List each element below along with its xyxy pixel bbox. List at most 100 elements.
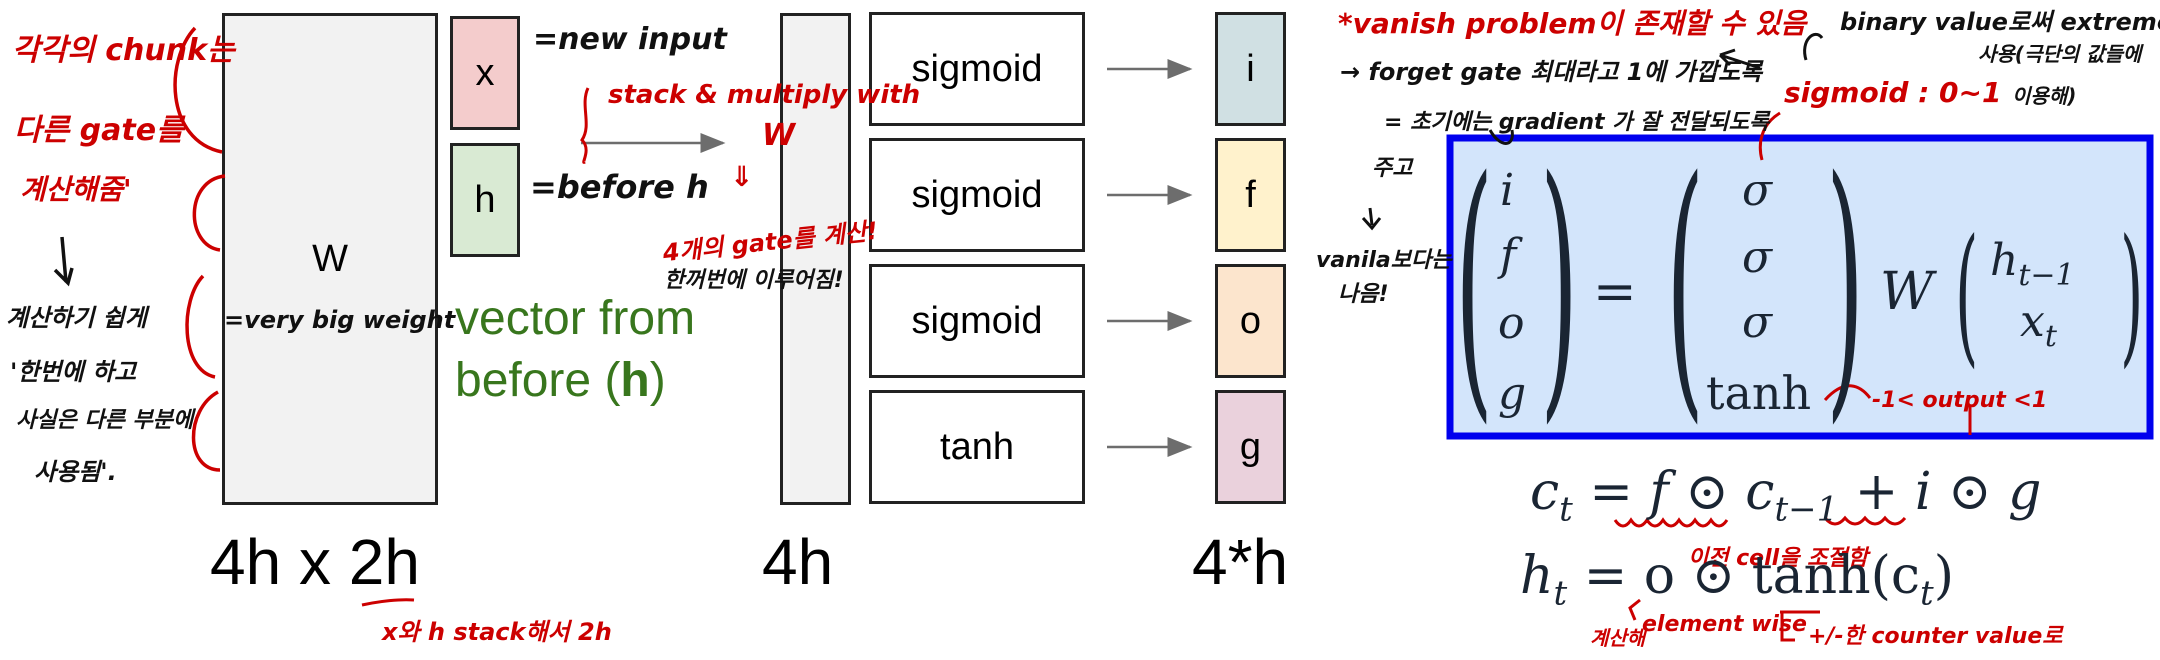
note-o: 계산해 bbox=[1590, 626, 1646, 650]
input-h-box: h bbox=[450, 143, 520, 257]
hidden-eq-rhs: = o ⊙ tanh(c bbox=[1583, 546, 1921, 606]
cell-equation: ct = f ⊙ ct−1 + i ⊙ g bbox=[1530, 462, 2041, 529]
lhs-g: g bbox=[1498, 368, 1527, 419]
input-x-box: x bbox=[450, 16, 520, 130]
note-gate: 다른 gate를 bbox=[14, 113, 184, 148]
weight-matrix-box: W bbox=[222, 13, 438, 505]
cell-eq-lhs-sub: t bbox=[1559, 489, 1573, 530]
cell-eq-rhs-sub: t−1 bbox=[1774, 489, 1839, 530]
rhs-paren-left: ( bbox=[1666, 122, 1705, 448]
note-compute: 계산해줌' bbox=[20, 173, 132, 206]
vector-caption-suffix: ) bbox=[649, 354, 666, 407]
gate-label: i bbox=[1246, 47, 1255, 90]
vec-h-sub: t−1 bbox=[2018, 257, 2075, 293]
lhs-f: f bbox=[1500, 230, 1517, 281]
note-chunk: 각각의 chunk는 bbox=[12, 33, 235, 68]
hidden-eq-rhs-sub: t bbox=[1920, 573, 1934, 614]
rhs-sigma-3: σ bbox=[1742, 297, 1773, 348]
note-sigmoid-range: sigmoid : 0~1 bbox=[1784, 76, 2002, 109]
note-cell: 이전 cell을 조절함 bbox=[1688, 546, 1868, 571]
note-elementwise: element wise bbox=[1642, 612, 1807, 637]
note-vanilla-2: 나음! bbox=[1338, 282, 1389, 307]
vec-h: h bbox=[1990, 235, 2019, 286]
note-x-h-stack: x와 h stack해서 2h bbox=[382, 618, 612, 646]
gates-dims: 4*h bbox=[1192, 526, 1289, 598]
hidden-eq-tail: ) bbox=[1933, 546, 1954, 606]
activation-box-i: sigmoid bbox=[869, 12, 1085, 126]
input-h-annotation: =before h bbox=[530, 168, 709, 206]
rhs-sigma-1: σ bbox=[1742, 165, 1773, 216]
note-stack: stack & multiply with bbox=[608, 80, 921, 110]
note-other-part: 사실은 다른 부분에 bbox=[16, 408, 194, 433]
rhs-tanh: tanh bbox=[1706, 366, 1812, 420]
gate-label: o bbox=[1239, 299, 1262, 342]
note-forget: → forget gate 최대라고 1에 가깝도록 bbox=[1340, 58, 1763, 86]
vector-caption-line2: before (h) bbox=[455, 350, 695, 412]
gate-label: g bbox=[1239, 425, 1262, 468]
vector-caption-line1: vector from bbox=[455, 292, 696, 345]
note-gradient: = 초기에는 gradient 가 잘 전달되도록 bbox=[1384, 110, 1770, 135]
eq-weight-W: W bbox=[1880, 262, 1934, 322]
vector-caption-prefix: before ( bbox=[455, 354, 621, 407]
weight-matrix-label: W bbox=[312, 238, 348, 280]
rhs-paren-right: ) bbox=[1826, 122, 1865, 448]
cell-eq-lhs: c bbox=[1530, 462, 1560, 522]
bracket-4 bbox=[191, 390, 221, 472]
vec-x: x bbox=[2020, 296, 2045, 347]
cell-eq-tail: + i ⊙ g bbox=[1838, 462, 2042, 522]
note-easy: 계산하기 쉽게 bbox=[6, 304, 147, 332]
weight-matrix-dims: 4h x 2h bbox=[210, 526, 420, 598]
vec-paren-right: ) bbox=[2120, 208, 2144, 382]
note-used: 사용됨'. bbox=[34, 458, 117, 486]
note-once: '한번에 하고 bbox=[10, 358, 137, 386]
vanilla-arrow bbox=[1361, 207, 1382, 231]
activation-label: sigmoid bbox=[911, 299, 1043, 342]
note-stack-w: W bbox=[762, 118, 796, 153]
underline-2h bbox=[361, 598, 415, 607]
weight-annotation: =very big weight bbox=[224, 306, 456, 334]
gate-box-o: o bbox=[1215, 264, 1286, 378]
note-binary-3: 이용해) bbox=[2012, 84, 2077, 108]
activation-box-g: tanh bbox=[869, 390, 1085, 504]
input-h-label: h bbox=[474, 178, 496, 221]
gate-box-g: g bbox=[1215, 390, 1286, 504]
activation-box-o: sigmoid bbox=[869, 264, 1085, 378]
binary-hook bbox=[1803, 32, 1824, 61]
hidden-eq-lhs-sub: t bbox=[1553, 573, 1568, 614]
down-arrow-left bbox=[53, 236, 74, 287]
note-binary-2: 사용(극단의 값들에 bbox=[1978, 42, 2142, 66]
note-gradient-2: 주고 bbox=[1372, 156, 1413, 181]
rhs-sigma-2: σ bbox=[1742, 232, 1773, 283]
vector-caption: vector from before (h) bbox=[455, 288, 695, 412]
note-vanilla-1: vanila보다는 bbox=[1316, 248, 1452, 273]
cell-eq-rhs: = f ⊙ c bbox=[1589, 462, 1775, 522]
hidden-eq-lhs: h bbox=[1520, 546, 1554, 606]
note-tanh-range: -1< output <1 bbox=[1872, 388, 2048, 413]
bracket-2 bbox=[192, 174, 226, 252]
lhs-paren-right: ) bbox=[1540, 122, 1579, 448]
note-vanish: *vanish problem이 존재할 수 있음 bbox=[1338, 7, 1807, 40]
activation-box-f: sigmoid bbox=[869, 138, 1085, 252]
vec-x-t: xt bbox=[2020, 296, 2057, 354]
vec-h-prev: ht−1 bbox=[1990, 235, 2075, 293]
vec-x-sub: t bbox=[2044, 318, 2057, 354]
matrix-equals: = bbox=[1593, 262, 1637, 322]
activation-label: tanh bbox=[940, 425, 1014, 468]
vec-paren-left: ( bbox=[1955, 208, 1979, 382]
activation-label: sigmoid bbox=[911, 47, 1043, 90]
vector-caption-bold: h bbox=[620, 354, 650, 407]
note-counter: +/-한 counter value로 bbox=[1808, 624, 2063, 649]
stacked-vector-dims: 4h bbox=[762, 526, 834, 598]
input-x-label: x bbox=[475, 51, 495, 94]
note-binary-1: binary value로써 extreme값을 bbox=[1840, 8, 2160, 36]
lhs-o: o bbox=[1498, 298, 1525, 349]
lhs-paren-left: ( bbox=[1455, 122, 1494, 448]
gate-label: f bbox=[1245, 173, 1256, 216]
lhs-i: i bbox=[1500, 165, 1515, 216]
gate-box-f: f bbox=[1215, 138, 1286, 252]
stacked-vector-box bbox=[780, 13, 851, 505]
input-x-annotation: =new input bbox=[533, 22, 727, 57]
note-at-once: 한꺼번에 이루어짐! bbox=[664, 268, 844, 293]
brace-xh bbox=[580, 87, 590, 164]
hidden-equation: ht = o ⊙ tanh(ct) bbox=[1520, 546, 1954, 613]
